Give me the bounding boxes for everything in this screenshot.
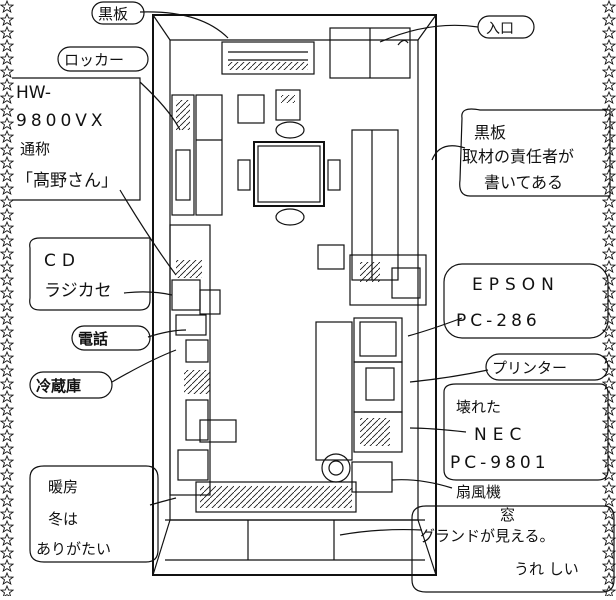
ground-label-line2: うれ しい [514, 560, 579, 578]
blackboard-right-line2: 取材の責任者が [462, 147, 574, 166]
hw-bubble [12, 77, 141, 201]
blackboard-right-line1: 黒板 [474, 123, 506, 142]
left-star-border [0, 0, 14, 596]
entrance-door [329, 27, 411, 79]
hw-label-line3: 通称 [20, 140, 50, 158]
right-star-border [602, 0, 616, 596]
locker-drawing [171, 94, 223, 216]
entrance-label: 入口 [486, 21, 514, 37]
fan-label: 扇風機 [456, 483, 501, 501]
heater-label-line2: 冬は [48, 510, 78, 528]
annotation-texts: 黒板 入口 ロッカー HW- 9800VX 通称 「髙野さん」 黒板 取材の責任… [16, 5, 579, 578]
right-counters [315, 129, 427, 493]
broken-label-line3: PC-9801 [450, 453, 550, 473]
broken-label-line2: NEC [474, 425, 527, 445]
cd-label-line1: CD [44, 251, 81, 271]
blackboard-right-bubble [459, 108, 611, 197]
fridge-label: 冷蔵庫 [36, 377, 81, 395]
printer-label: プリンター [492, 359, 567, 377]
window-label: 窓 [500, 506, 515, 524]
blackboard-right-line3: 書いてある [484, 173, 563, 192]
hw-label-line1: HW- [16, 83, 51, 103]
ground-label-line1: グランドが見える。 [420, 527, 555, 545]
blackboard-top-bubble [91, 1, 145, 25]
locker-bubble [57, 46, 149, 72]
cd-label-line2: ラジカセ [44, 281, 112, 301]
epson-label-line1: EPSON [472, 275, 560, 295]
locker-label: ロッカー [64, 51, 124, 69]
label-bubbles [12, 1, 615, 593]
blackboard-top-label: 黒板 [98, 5, 128, 23]
epson-bubble [443, 263, 609, 339]
heater-bubble [29, 465, 159, 563]
blackboard-top-drawing [221, 41, 315, 75]
cd-bubble [29, 237, 151, 311]
phone-label: 電話 [78, 330, 108, 348]
printer-bubble [485, 353, 609, 381]
hw-label-line4: 「髙野さん」 [16, 171, 118, 191]
table-with-chairs [237, 89, 341, 226]
hw-label-line2: 9800VX [16, 111, 107, 131]
ground-bubble [411, 505, 615, 593]
heater-and-window [165, 481, 425, 561]
phone-bubble [71, 325, 151, 351]
heater-label-line3: ありがたい [36, 540, 111, 558]
left-shelves [169, 224, 237, 496]
entrance-bubble [477, 15, 535, 39]
broken-label-line1: 壊れた [456, 398, 501, 416]
heater-label-line1: 暖房 [48, 478, 78, 496]
epson-label-line2: PC-286 [456, 311, 541, 331]
broken-nec-bubble [443, 383, 609, 481]
fridge-bubble [29, 371, 113, 399]
